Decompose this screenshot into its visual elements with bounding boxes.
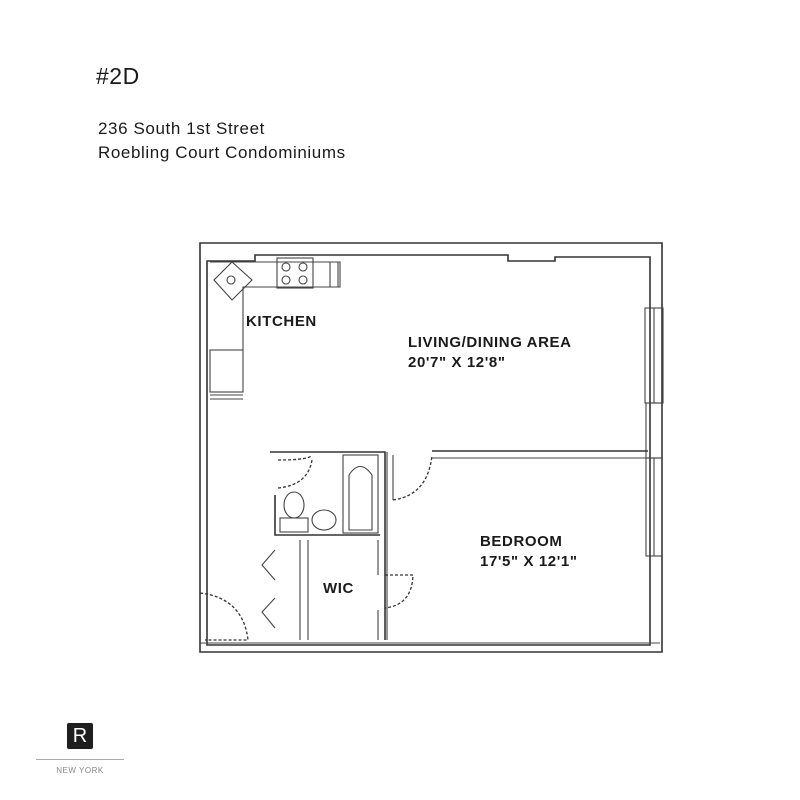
brand-logo: R NEW YORK — [36, 723, 124, 775]
bedroom-dimensions: 17'5" X 12'1" — [480, 553, 578, 570]
bathroom — [270, 451, 386, 640]
wic-door — [384, 574, 414, 609]
wic-label: WIC — [323, 580, 354, 597]
stove-icon — [276, 257, 314, 289]
living-label: LIVING/DINING AREA — [408, 334, 572, 351]
building-name: Roebling Court Condominiums — [98, 143, 346, 162]
closet-bifold-doors — [261, 549, 276, 629]
bedroom-wall — [386, 450, 648, 640]
bathroom-door — [277, 454, 313, 489]
street-address: 236 South 1st Street — [98, 119, 265, 138]
bathtub-icon — [342, 454, 379, 534]
logo-divider — [36, 759, 124, 760]
windows-right — [644, 307, 664, 557]
bedroom-door — [392, 454, 433, 501]
bedroom-label: BEDROOM — [480, 533, 563, 550]
corner-sink-icon — [213, 261, 253, 301]
kitchen-label: KITCHEN — [246, 313, 317, 330]
logo-mark: R — [67, 723, 93, 749]
toilet-icon — [279, 491, 309, 533]
entry-door — [199, 592, 249, 641]
kitchen-counters — [209, 261, 341, 400]
living-dimensions: 20'7" X 12'8" — [408, 354, 506, 371]
unit-number: #2D — [96, 63, 140, 89]
logo-city: NEW YORK — [56, 766, 104, 775]
outer-walls — [199, 242, 663, 653]
address-block: 236 South 1st Street Roebling Court Cond… — [98, 117, 346, 165]
bathroom-sink-icon — [311, 509, 337, 531]
